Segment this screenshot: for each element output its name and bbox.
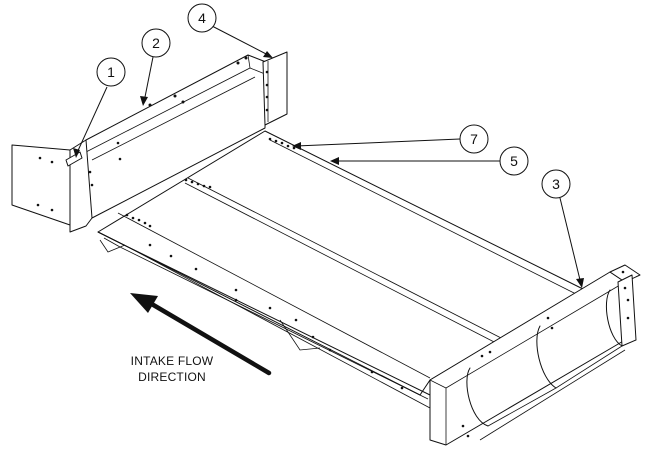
end-plate-top [262,51,288,126]
caption-line-2: DIRECTION [138,370,206,384]
callout-7: 7 [292,124,489,154]
left-bracket [11,139,94,233]
callout-4-balloon [187,3,217,33]
callout-1-label: 1 [107,64,115,80]
callout-3: 3 [541,169,584,288]
callout-1: 1 [73,57,126,158]
caption-line-1: INTAKE FLOW [131,354,214,368]
callout-5: 5 [330,146,529,176]
callout-4: 4 [187,3,273,58]
callout-2-balloon [141,28,171,58]
arrow-up-left-icon [130,293,272,376]
callout-2-label: 2 [152,35,160,51]
callout-2: 2 [140,28,171,106]
callout-3-label: 3 [552,176,560,192]
deck-holes [125,137,404,390]
callout-4-label: 4 [198,10,206,26]
callout-3-balloon [541,169,571,199]
callout-7-label: 7 [470,131,478,147]
front-beam-assembly [429,264,641,446]
deck-plate [97,130,584,409]
callout-7-balloon [459,124,489,154]
callout-1-balloon [96,57,126,87]
callout-5-label: 5 [510,153,518,169]
callout-5-balloon [499,146,529,176]
